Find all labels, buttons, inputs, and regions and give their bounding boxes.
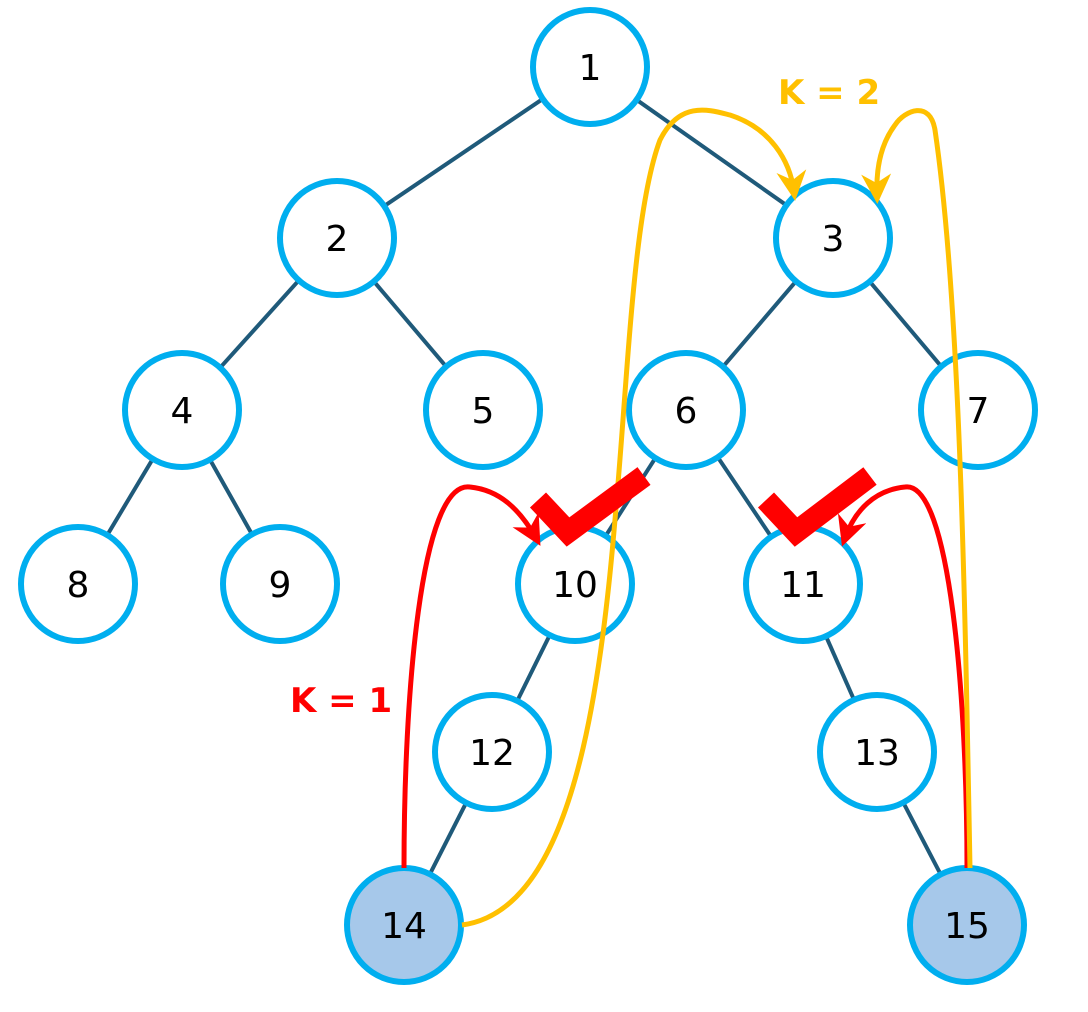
tree-node-5: 5 xyxy=(423,350,543,470)
node-label-12: 12 xyxy=(469,733,515,774)
tree-node-1: 1 xyxy=(530,7,650,127)
node-circle-6 xyxy=(626,350,746,470)
edge-10-12 xyxy=(515,634,552,702)
node-circle-4 xyxy=(122,350,242,470)
k1-label: K = 1 xyxy=(290,681,392,721)
jump-arrow-15-to-11 xyxy=(837,484,970,869)
node-label-5: 5 xyxy=(472,391,495,432)
tree-node-13: 13 xyxy=(817,692,937,812)
node-circle-8 xyxy=(18,524,138,644)
node-label-14: 14 xyxy=(381,906,427,947)
tree-node-8: 8 xyxy=(18,524,138,644)
edge-12-14 xyxy=(428,801,468,876)
node-circle-9 xyxy=(220,524,340,644)
tree-node-3: 3 xyxy=(773,178,893,298)
node-circle-7 xyxy=(918,350,1038,470)
node-circle-13 xyxy=(817,692,937,812)
node-label-4: 4 xyxy=(171,391,194,432)
node-label-7: 7 xyxy=(967,391,990,432)
node-circle-2 xyxy=(277,178,397,298)
edge-2-5 xyxy=(372,280,448,368)
node-label-9: 9 xyxy=(269,565,292,606)
k2-label: K = 2 xyxy=(778,73,880,113)
node-circle-1 xyxy=(530,7,650,127)
node-label-6: 6 xyxy=(675,391,698,432)
node-label-8: 8 xyxy=(67,565,90,606)
node-label-10: 10 xyxy=(552,565,598,606)
node-label-1: 1 xyxy=(579,48,602,89)
edge-4-8 xyxy=(105,457,155,537)
node-circle-5 xyxy=(423,350,543,470)
node-label-13: 13 xyxy=(854,733,900,774)
node-label-11: 11 xyxy=(780,565,826,606)
edge-1-3 xyxy=(635,98,788,207)
tree-node-6: 6 xyxy=(626,350,746,470)
jump-arrow-14-to-10 xyxy=(401,484,541,869)
check-mark-node-11 xyxy=(757,467,877,547)
edge-11-13 xyxy=(824,635,856,701)
edge-4-9 xyxy=(208,458,254,536)
check-mark-node-10 xyxy=(529,467,651,547)
tree-node-14: 14 xyxy=(344,865,464,985)
edge-1-2 xyxy=(383,97,544,208)
tree-node-11: 11 xyxy=(743,524,863,644)
node-label-15: 15 xyxy=(944,906,990,947)
edge-13-15 xyxy=(901,801,943,876)
jump-arrow-15-to-3 xyxy=(861,108,973,869)
tree-edges xyxy=(105,97,943,876)
node-label-3: 3 xyxy=(822,219,845,260)
node-label-2: 2 xyxy=(326,219,349,260)
tree-node-15: 15 xyxy=(907,865,1027,985)
edge-3-6 xyxy=(721,280,798,368)
tree-node-2: 2 xyxy=(277,178,397,298)
edge-6-11 xyxy=(716,456,773,538)
jump-arrow-14-to-3 xyxy=(461,107,807,928)
node-circle-12 xyxy=(432,692,552,812)
tree-node-9: 9 xyxy=(220,524,340,644)
tree-node-7: 7 xyxy=(918,350,1038,470)
tree-node-4: 4 xyxy=(122,350,242,470)
node-circle-3 xyxy=(773,178,893,298)
tree-node-12: 12 xyxy=(432,692,552,812)
edge-3-7 xyxy=(868,280,943,368)
edge-2-4 xyxy=(218,279,301,369)
